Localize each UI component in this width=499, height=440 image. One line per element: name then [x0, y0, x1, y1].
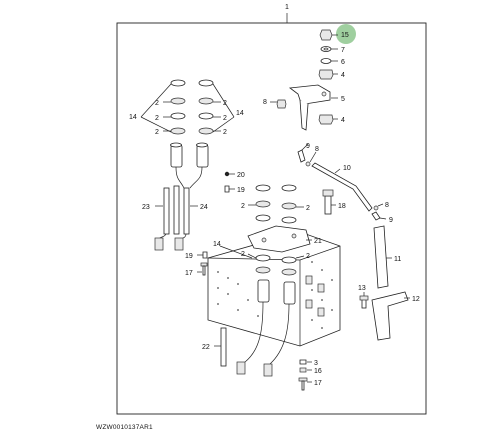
callout-14b: 14	[236, 110, 244, 117]
callout-23: 23	[142, 204, 150, 211]
tube-11	[373, 225, 392, 289]
callout-7: 7	[341, 47, 345, 54]
callout-19b: 19	[185, 253, 193, 260]
lower-wiring	[220, 301, 290, 377]
callout-22: 22	[202, 344, 210, 351]
callout-3: 3	[314, 360, 318, 367]
nut-icon	[276, 99, 287, 109]
center-assembly	[247, 184, 311, 305]
callout-9b: 9	[389, 217, 393, 224]
callout-1: 1	[285, 4, 289, 11]
callout-11: 11	[394, 256, 401, 263]
callout-2j: 2	[306, 253, 310, 260]
callout-2a: 2	[155, 100, 159, 107]
diagram-frame	[116, 22, 427, 415]
bracket-12	[371, 291, 410, 341]
callout-10: 10	[343, 165, 351, 172]
callout-16: 16	[314, 368, 322, 375]
callout-13: 13	[358, 285, 366, 292]
callout-2i: 2	[241, 251, 245, 258]
callout-8b: 8	[315, 146, 319, 153]
bracket-plate	[288, 84, 338, 131]
callout-2f: 2	[223, 129, 227, 136]
left-washer-stack	[154, 79, 214, 251]
callout-2b: 2	[155, 115, 159, 122]
callout-15: 15	[341, 32, 349, 39]
bolt-13	[359, 292, 369, 309]
callout-8c: 8	[385, 202, 389, 209]
callout-6: 6	[341, 59, 345, 66]
callout-24: 24	[200, 204, 208, 211]
bottom-fasteners	[298, 359, 308, 391]
callout-17b: 17	[314, 380, 322, 387]
callout-21: 21	[314, 238, 322, 245]
reference-code: WZW0010137AR1	[96, 424, 153, 431]
highlight-marker	[336, 24, 356, 44]
callout-20: 20	[237, 172, 245, 179]
linkage-rod	[311, 162, 373, 212]
top-bolt-stack	[318, 29, 338, 80]
callout-12: 12	[412, 296, 420, 303]
callout-4a: 4	[341, 72, 345, 79]
callout-17a: 17	[185, 270, 193, 277]
callout-5: 5	[341, 96, 345, 103]
callout-9a: 9	[306, 143, 310, 150]
callout-2g: 2	[241, 203, 245, 210]
callout-8a: 8	[263, 99, 267, 106]
callout-2h: 2	[306, 205, 310, 212]
callout-2e: 2	[223, 115, 227, 122]
callout-19a: 19	[237, 187, 245, 194]
callout-14c: 14	[213, 241, 221, 248]
callout-14a: 14	[129, 114, 137, 121]
callout-2d: 2	[223, 100, 227, 107]
callout-2c: 2	[155, 129, 159, 136]
callout-18: 18	[338, 203, 346, 210]
bolt-18	[322, 189, 336, 215]
callout-4b: 4	[341, 117, 345, 124]
